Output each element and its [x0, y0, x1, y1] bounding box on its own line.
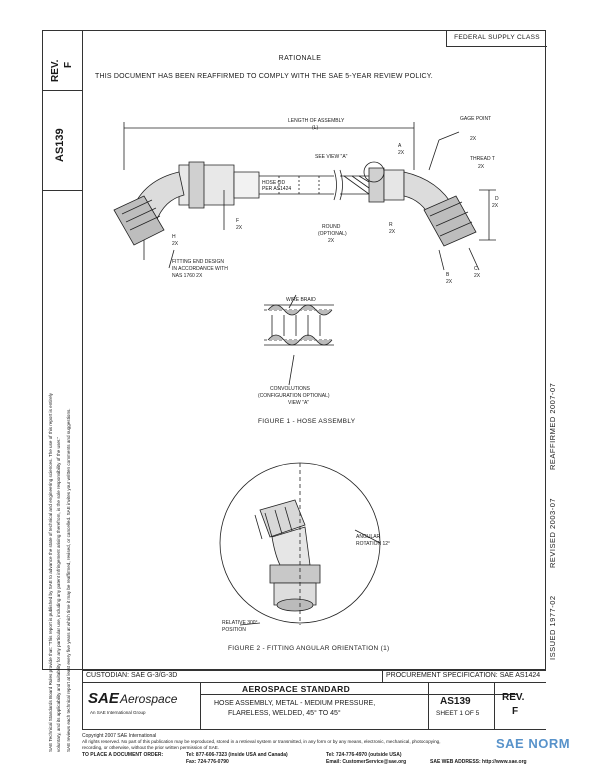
- rationale-title: RATIONALE: [278, 55, 322, 62]
- fig1-hose-od: HOSE OD: [262, 180, 286, 186]
- footer-copyright: Copyright 2007 SAE International: [82, 733, 157, 739]
- fig1-fitting-design-1: FITTING END DESIGN: [172, 259, 224, 265]
- stamp-issued: ISSUED 1977-02: [548, 595, 557, 660]
- title-rev-value: F: [512, 706, 519, 717]
- page-frame: [42, 30, 546, 670]
- fig2-angular-2: ROTATION 12°: [356, 541, 391, 547]
- sheet-number: SHEET 1 OF 5: [436, 710, 480, 717]
- footer-rights: All rights reserved. No part of this pub…: [82, 739, 441, 744]
- notice-line-2: voluntary, and its applicability and sui…: [56, 436, 61, 752]
- stamp-revised: REVISED 2003-07: [548, 497, 557, 568]
- fig1-round: ROUND: [322, 224, 341, 230]
- fig1-fitting-design-2: IN ACCORDANCE WITH: [172, 266, 228, 272]
- fig1-dim-a: A: [398, 143, 402, 149]
- fig1-length-sym: (L): [312, 125, 319, 131]
- fig1-dim-h-2x: 2X: [172, 241, 179, 247]
- footer-email: Email: CustomerService@sae.org: [326, 759, 407, 765]
- fig1-dim-h: H: [172, 234, 176, 240]
- aerospace-standard-heading: AEROSPACE STANDARD: [242, 684, 351, 694]
- fig2-angular-1: ANGULAR: [356, 534, 381, 540]
- figure2-caption: FIGURE 2 - FITTING ANGULAR ORIENTATION (…: [228, 645, 390, 652]
- fig2-relative-2: POSITION: [222, 627, 246, 633]
- fig2-relative-1: RELATIVE 300°: [222, 620, 258, 626]
- title-rev-label: REV.: [502, 692, 525, 703]
- footer-tel-2: Tel: 724-776-4970 (outside USA): [326, 752, 402, 758]
- fig1-convolutions: CONVOLUTIONS: [270, 386, 311, 392]
- fig1-dim-f: F: [236, 218, 240, 224]
- fig1-thread: THREAD T: [470, 156, 495, 162]
- fig1-gage-point: GAGE POINT: [460, 116, 492, 122]
- footer-web: SAE WEB ADDRESS: http://www.sae.org: [430, 759, 527, 765]
- federal-supply-class-box: FEDERAL SUPPLY CLASS: [446, 30, 547, 47]
- notice-line-1: SAE Technical Standards Board Rules prov…: [48, 393, 53, 752]
- fig1-dim-r: R: [389, 222, 393, 228]
- custodian: CUSTODIAN: SAE G-3/G-3D: [86, 672, 178, 679]
- fig1-view-a: VIEW "A": [288, 400, 310, 406]
- sae-norm-watermark: SAE NORM: [496, 736, 571, 751]
- fig1-dim-c-2x: 2X: [474, 273, 481, 279]
- header-rev-label: REV.: [50, 59, 61, 82]
- docnum-separator: [42, 190, 83, 191]
- fig1-dim-b-2x: 2X: [446, 279, 453, 285]
- stamp-reaffirmed: REAFFIRMED 2007-07: [548, 382, 557, 470]
- fig1-wire-braid: WIRE BRAID: [286, 297, 316, 303]
- fig1-dim-a-2x: 2X: [398, 150, 405, 156]
- brand-sae: SAE: [88, 690, 119, 707]
- brand-aerospace: Aerospace: [120, 692, 178, 706]
- fig1-optional: (OPTIONAL): [318, 231, 347, 237]
- fig1-dim-d: D: [495, 196, 499, 202]
- fig1-dim-c: C: [474, 266, 478, 272]
- footer-fax: Fax: 724-776-0790: [186, 759, 229, 765]
- header-rev-value: F: [63, 61, 74, 68]
- fig1-dim-r-2x: 2X: [389, 229, 396, 235]
- rationale-text: THIS DOCUMENT HAS BEEN REAFFIRMED TO COM…: [95, 73, 433, 80]
- rev-separator: [42, 90, 83, 91]
- header-doc-number: AS139: [54, 128, 66, 162]
- brand-tagline: An SAE International Group: [90, 710, 146, 715]
- figure1-caption: FIGURE 1 - HOSE ASSEMBLY: [258, 418, 356, 425]
- fig1-config-optional: (CONFIGURATION OPTIONAL): [258, 393, 330, 399]
- procurement-spec: PROCUREMENT SPECIFICATION: SAE AS1424: [386, 672, 541, 679]
- left-column-divider: [82, 30, 83, 730]
- fig1-see-view-a: SEE VIEW "A": [315, 154, 348, 160]
- fig1-gage-2x: 2X: [470, 136, 477, 142]
- fig1-length-label: LENGTH OF ASSEMBLY: [288, 118, 345, 124]
- hose-assembly-drawing: [113, 122, 496, 386]
- notice-line-3: SAE reviews each technical report at lea…: [66, 408, 71, 752]
- title-doc-number: AS139: [440, 696, 471, 707]
- footer-rights-2: recording, or otherwise, without the pri…: [82, 745, 220, 750]
- doc-title-line-2: FLARELESS, WELDED, 45° TO 45°: [228, 710, 341, 717]
- fitting-orientation-drawing: [219, 462, 381, 626]
- fig1-round-2x: 2X: [328, 238, 335, 244]
- fig1-dim-d-2x: 2X: [492, 203, 499, 209]
- fig1-hose-spec: PER AS1424: [262, 186, 292, 192]
- doc-title-line-1: HOSE ASSEMBLY, METAL - MEDIUM PRESSURE,: [214, 700, 376, 707]
- title-block: CUSTODIAN: SAE G-3/G-3D PROCUREMENT SPEC…: [82, 670, 546, 730]
- fig1-fitting-design-3: NAS 1760 2X: [172, 273, 203, 279]
- fig1-thread-2x: 2X: [478, 164, 485, 170]
- footer-tel-1: Tel: 877-606-7323 (inside USA and Canada…: [186, 752, 288, 758]
- fig1-dim-f-2x: 2X: [236, 225, 243, 231]
- fig1-dim-b: B: [446, 272, 450, 278]
- footer-order-label: TO PLACE A DOCUMENT ORDER:: [82, 752, 164, 758]
